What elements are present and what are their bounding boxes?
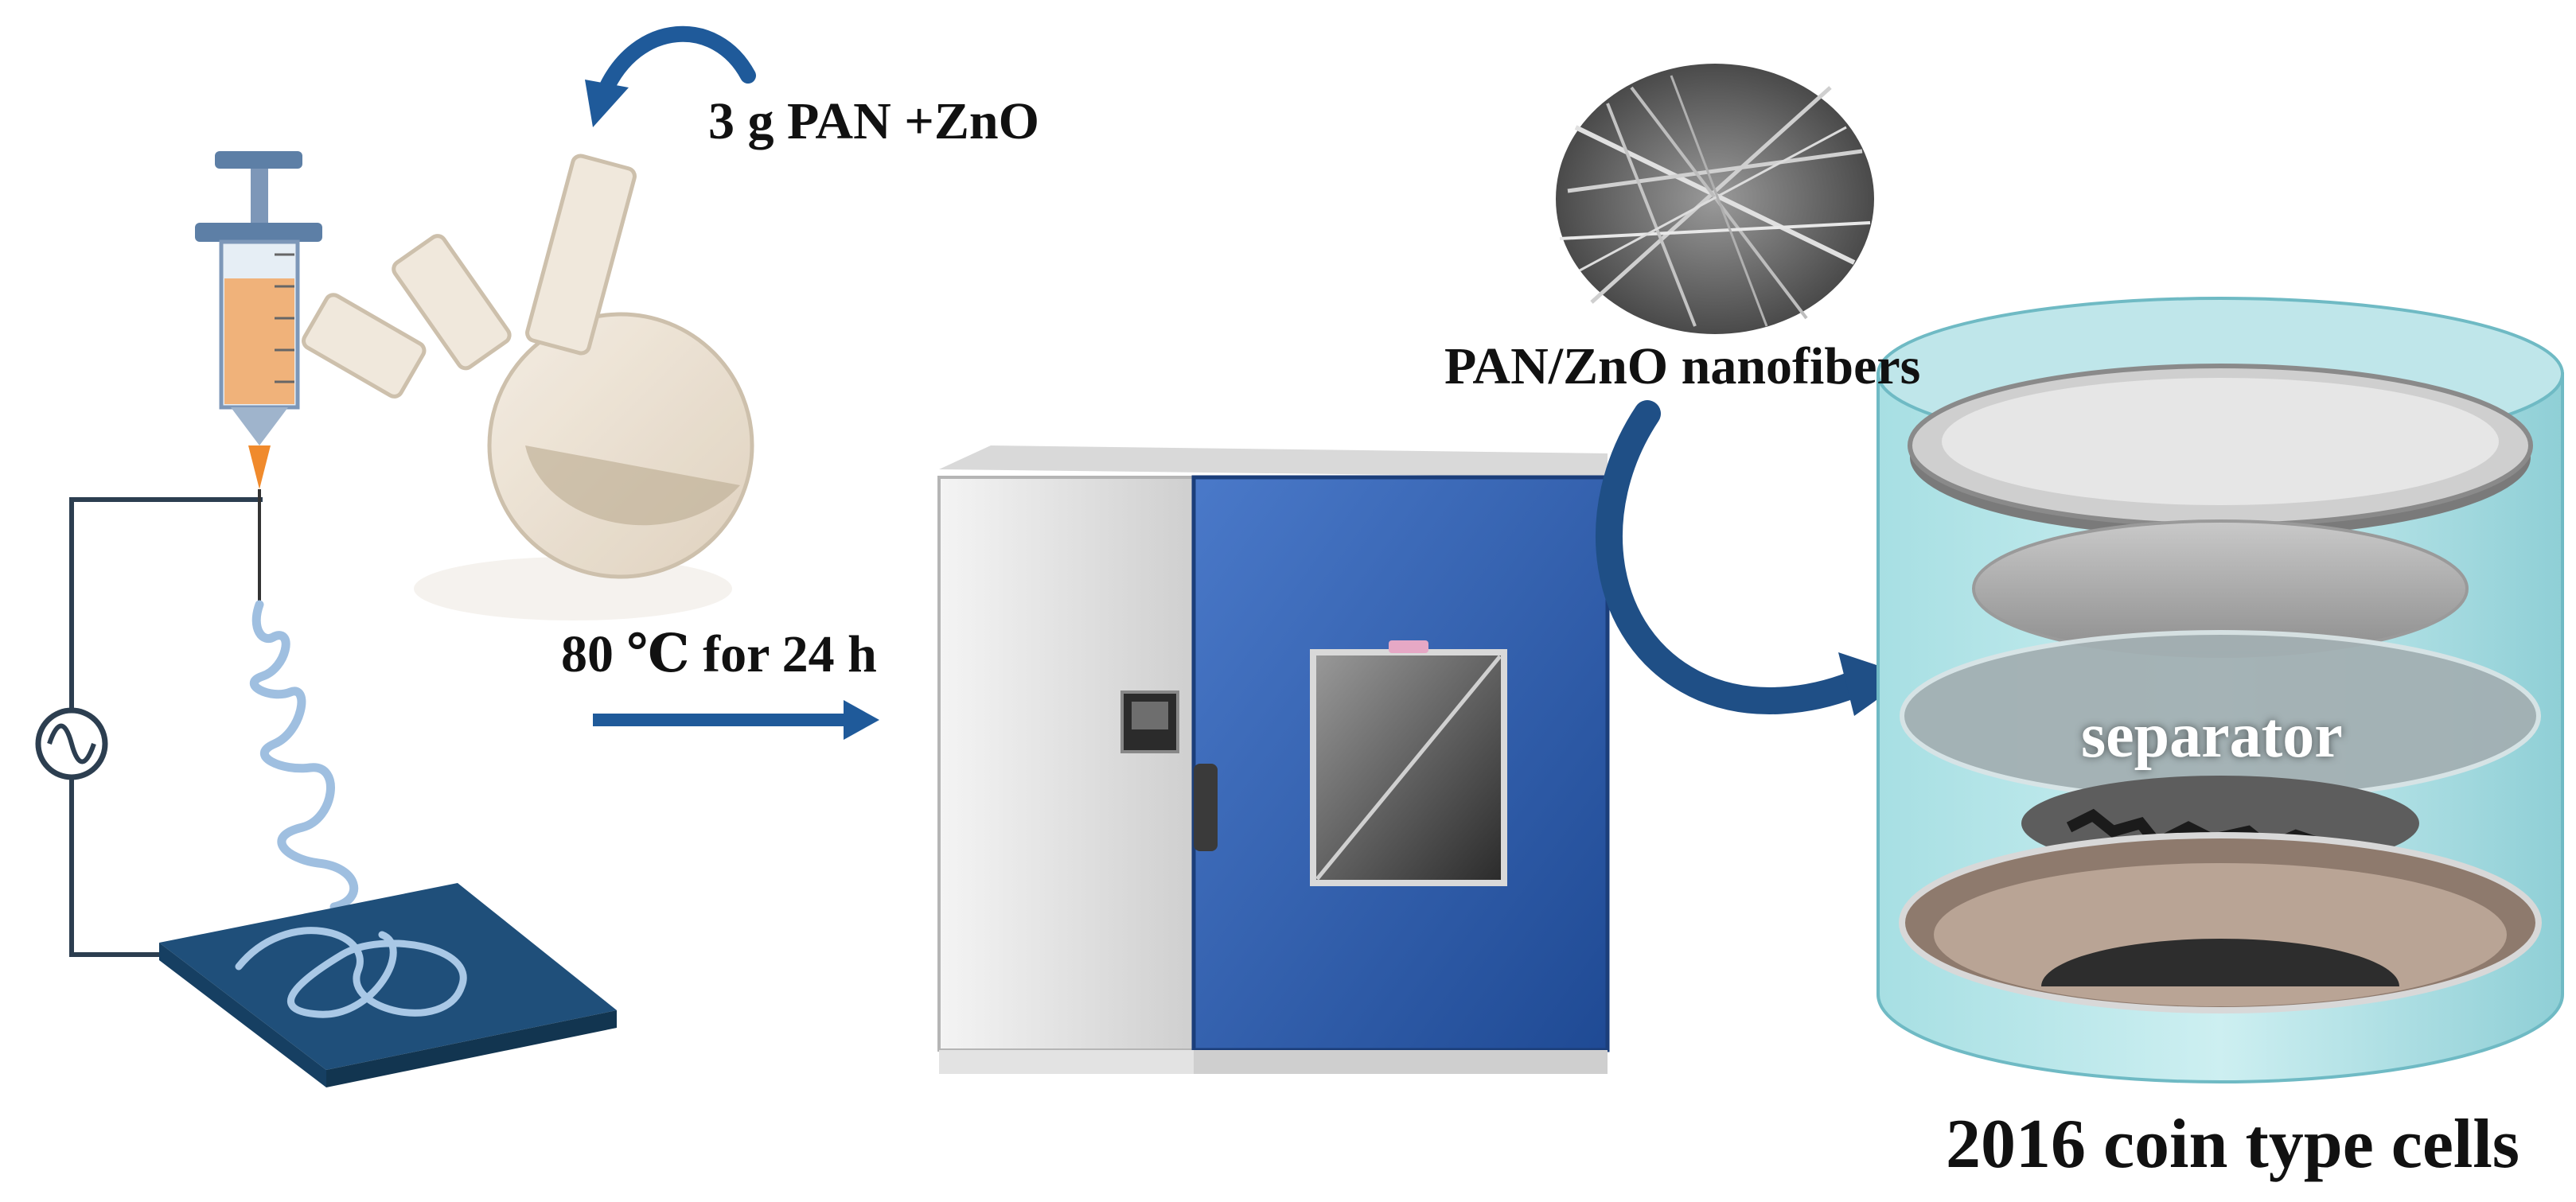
three-neck-flask-icon — [302, 154, 754, 620]
electrospinning-setup — [35, 151, 617, 1087]
curved-arrow-to-flask — [585, 25, 756, 127]
fiber-jet — [249, 600, 359, 912]
bottom-can — [1899, 832, 2542, 1013]
coin-cell-label: 2016 coin type cells — [1946, 1106, 2520, 1183]
syringe-icon — [195, 151, 322, 605]
curved-arrow-to-separator — [1596, 400, 1910, 716]
voltage-source-icon — [35, 707, 108, 780]
drying-oven-icon — [937, 445, 1610, 1074]
nanofibers-label: PAN/ZnO nanofibers — [1444, 337, 1921, 395]
drying-arrow — [593, 700, 879, 740]
precursor-label: 3 g PAN +ZnO — [708, 92, 1039, 150]
coin-cell-assembly — [1876, 297, 2564, 1083]
drying-condition-label: 80 ℃ for 24 h — [561, 625, 877, 683]
top-cap — [1908, 364, 2533, 537]
separator-label: separator — [2081, 701, 2343, 771]
sem-image-nanofibers — [1556, 64, 1874, 334]
collector-plate — [159, 883, 617, 1087]
